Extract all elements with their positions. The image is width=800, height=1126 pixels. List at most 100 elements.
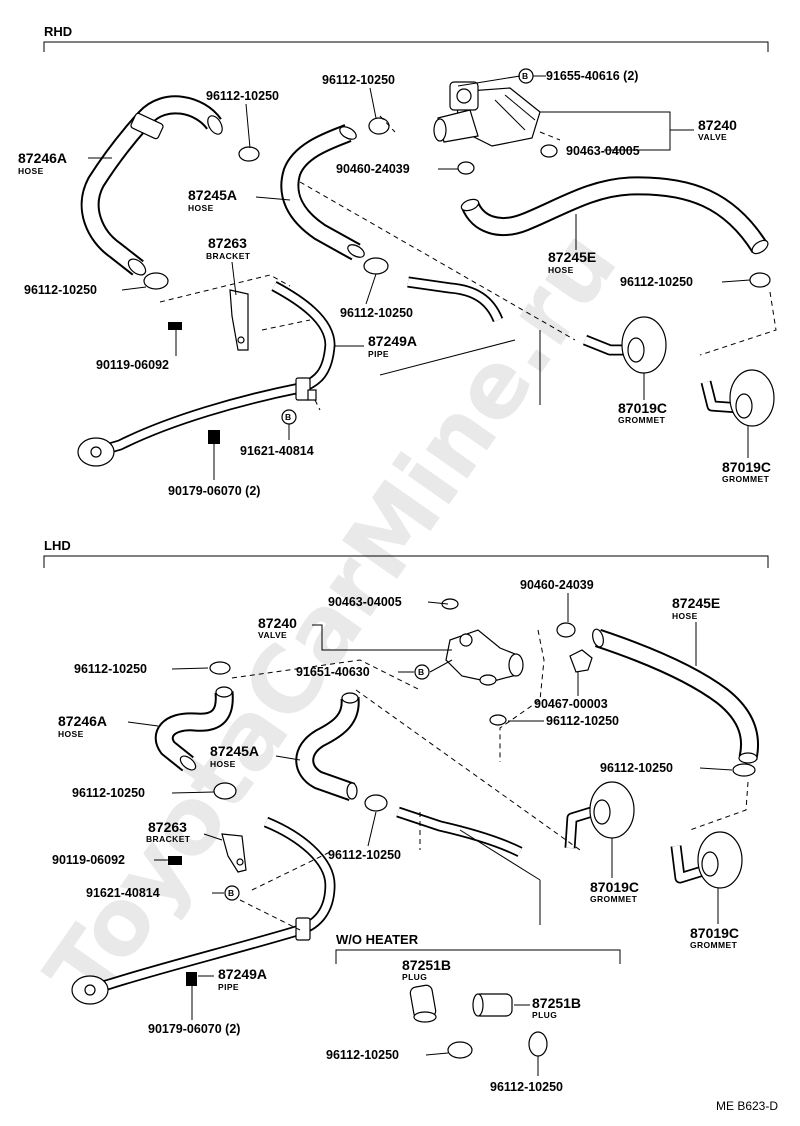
lhd-grommet-1 — [564, 781, 635, 849]
rhd-label-bolt-90119: 90119-06092 — [96, 358, 169, 372]
lhd-desc-grommet-1: GROMMET — [590, 894, 638, 904]
svg-text:B: B — [228, 888, 235, 898]
rhd-label-87240: 87240 — [698, 117, 737, 133]
lhd-label-clamp-90463: 90463-04005 — [328, 595, 402, 609]
lhd-desc-plug-2: PLUG — [532, 1010, 557, 1020]
lhd-label-87245e: 87245E — [672, 595, 720, 611]
lhd-label-clip-90467: 90467-00003 — [534, 697, 608, 711]
lhd-hose-87245e — [592, 628, 760, 764]
rhd-desc-87249a: PIPE — [368, 349, 389, 359]
lhd-label-plug-1: 87251B — [402, 957, 451, 973]
lhd-bracket-line — [43, 555, 769, 568]
rhd-desc-grommet-1: GROMMET — [618, 415, 666, 425]
lhd-label-clamp-b: 96112-10250 — [546, 714, 619, 728]
rhd-marker-b-icon-2: B — [281, 409, 297, 425]
lhd-desc-87263: BRACKET — [146, 834, 191, 844]
lhd-hose-87245a — [295, 692, 360, 801]
rhd-label-grommet-2: 87019C — [722, 459, 771, 475]
lhd-clamp-f-icon — [447, 1041, 473, 1059]
lhd-label-bolt-91621: 91621-40814 — [86, 886, 160, 900]
rhd-clamp-icons — [143, 117, 771, 444]
rhd-hose-87246a — [80, 95, 223, 276]
lhd-marker-b-icon: B — [414, 664, 430, 680]
svg-text:B: B — [418, 667, 425, 677]
lhd-label-clamp-d: 96112-10250 — [328, 848, 401, 862]
lhd-label-clamp-e: 96112-10250 — [600, 761, 673, 775]
lhd-label-clamp-f: 96112-10250 — [326, 1048, 399, 1062]
lhd-grommet-2 — [670, 831, 743, 889]
wo-heater-title: W/O HEATER — [336, 932, 419, 947]
lhd-label-grommet-1: 87019C — [590, 879, 639, 895]
section-title-rhd: RHD — [44, 24, 72, 39]
lhd-marker-b-icon-2: B — [224, 885, 240, 901]
rhd-pipe-87249a — [77, 276, 504, 467]
rhd-label-clip-90460: 90460-24039 — [336, 162, 410, 176]
lhd-plug-1-icon — [409, 984, 437, 1023]
lhd-desc-87245a: HOSE — [210, 759, 236, 769]
lhd-label-clip-90460: 90460-24039 — [520, 578, 594, 592]
rhd-desc-87263: BRACKET — [206, 251, 251, 261]
diagram-ref: ME B623-D — [716, 1099, 778, 1113]
rhd-label-clamp-90463: 90463-04005 — [566, 144, 640, 158]
lhd-label-grommet-2: 87019C — [690, 925, 739, 941]
wo-heater-bracket-line — [335, 949, 621, 964]
lhd-label-bolt-91651: 91651-40630 — [296, 665, 370, 679]
rhd-hose-87245e — [460, 176, 769, 255]
rhd-label-87245a: 87245A — [188, 187, 237, 203]
lhd-label-plug-2: 87251B — [532, 995, 581, 1011]
lhd-label-bolt-90119: 90119-06092 — [52, 853, 125, 867]
lhd-clamp-icons — [168, 598, 756, 986]
lhd-label-87263: 87263 — [148, 819, 187, 835]
lhd-bracket-87263 — [221, 833, 247, 873]
rhd-desc-87245e: HOSE — [548, 265, 574, 275]
svg-text:B: B — [285, 412, 292, 422]
rhd-bracket-line — [43, 41, 769, 52]
rhd-marker-b-icon: B — [518, 68, 534, 84]
lhd-label-87240: 87240 — [258, 615, 297, 631]
rhd-label-clamp-c: 96112-10250 — [24, 283, 97, 297]
svg-text:B: B — [522, 71, 529, 81]
lhd-label-nut-90179: 90179-06070 (2) — [148, 1022, 240, 1036]
rhd-valve-87240 — [433, 81, 541, 147]
rhd-dashed-routes — [159, 115, 777, 411]
lhd-desc-87240: VALVE — [258, 630, 287, 640]
lhd-desc-grommet-2: GROMMET — [690, 940, 738, 950]
rhd-label-nut-90179: 90179-06070 (2) — [168, 484, 260, 498]
rhd-bracket-87263 — [229, 289, 249, 351]
lhd-label-87249a: 87249A — [218, 966, 267, 982]
rhd-label-clamp-d: 96112-10250 — [340, 306, 413, 320]
rhd-label-87263: 87263 — [208, 235, 247, 251]
rhd-grommet-1 — [582, 316, 667, 374]
rhd-grommet-2 — [700, 369, 775, 427]
rhd-label-clamp-a: 96112-10250 — [206, 89, 279, 103]
lhd-desc-87246a: HOSE — [58, 729, 84, 739]
lhd-pipe-87249a — [71, 806, 523, 1005]
rhd-desc-87240: VALVE — [698, 132, 727, 142]
lhd-hose-87246a — [154, 686, 234, 772]
lhd-desc-87245e: HOSE — [672, 611, 698, 621]
rhd-label-87245e: 87245E — [548, 249, 596, 265]
rhd-desc-87245a: HOSE — [188, 203, 214, 213]
lhd-label-clamp-g: 96112-10250 — [490, 1080, 563, 1094]
lhd-plug-2-icon — [472, 993, 513, 1017]
rhd-label-bolt-91621: 91621-40814 — [240, 444, 314, 458]
section-title-lhd: LHD — [44, 538, 71, 553]
lhd-valve-87240 — [445, 629, 524, 686]
lhd-clamp-g-icon — [528, 1031, 548, 1057]
rhd-label-bolt-91655: 91655-40616 (2) — [546, 69, 638, 83]
rhd-label-grommet-1: 87019C — [618, 400, 667, 416]
lhd-label-clamp-a: 96112-10250 — [74, 662, 147, 676]
lhd-dashed-routes — [231, 629, 749, 931]
lhd-desc-plug-1: PLUG — [402, 972, 427, 982]
rhd-label-87249a: 87249A — [368, 333, 417, 349]
rhd-label-clamp-b: 96112-10250 — [322, 73, 395, 87]
rhd-label-87246a: 87246A — [18, 150, 67, 166]
rhd-desc-grommet-2: GROMMET — [722, 474, 770, 484]
lhd-label-87246a: 87246A — [58, 713, 107, 729]
rhd-label-clamp-e: 96112-10250 — [620, 275, 693, 289]
lhd-label-87245a: 87245A — [210, 743, 259, 759]
rhd-hose-87245a — [280, 124, 365, 261]
lhd-label-clamp-c: 96112-10250 — [72, 786, 145, 800]
rhd-desc-87246a: HOSE — [18, 166, 44, 176]
